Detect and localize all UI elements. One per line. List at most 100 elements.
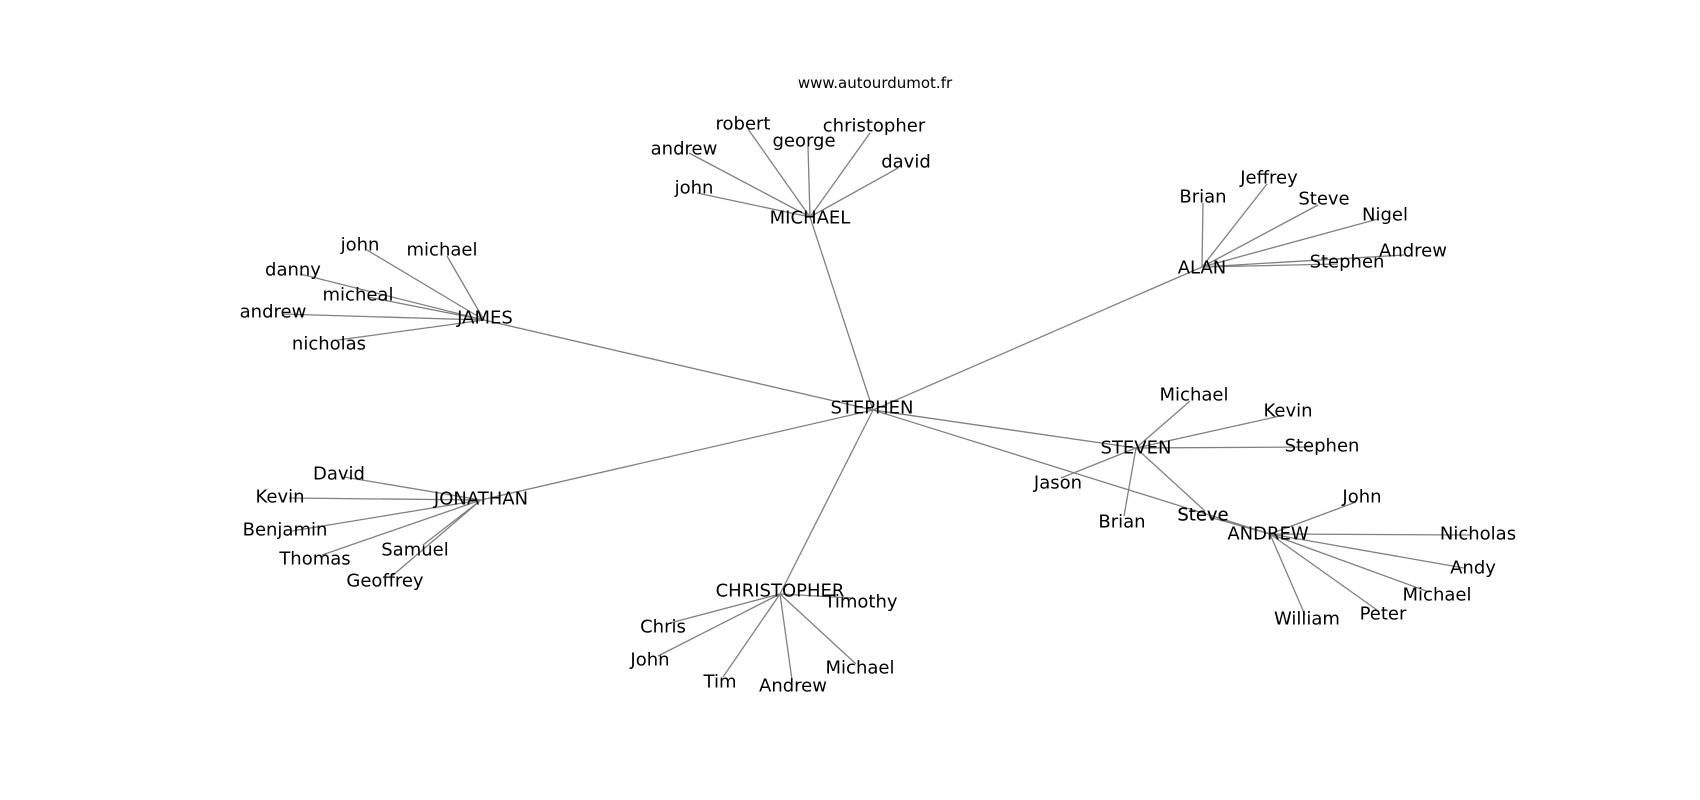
child-node-michael-david: david xyxy=(881,152,931,173)
edge-james-to-child xyxy=(281,313,485,321)
child-node-james-john: john xyxy=(340,235,380,256)
edge-michael-to-child xyxy=(696,192,811,218)
child-node-alan-nigel: Nigel xyxy=(1362,205,1408,226)
child-node-steven-michael: Michael xyxy=(1160,385,1229,406)
edge-james-to-child xyxy=(337,319,485,341)
child-node-james-michael: michael xyxy=(407,240,478,261)
edge-michael-to-child xyxy=(809,132,871,218)
edge-alan-to-child xyxy=(1201,183,1268,268)
edge-center-to-jonathan xyxy=(480,409,874,501)
child-node-jonathan-david: David xyxy=(313,464,365,485)
edge-james-to-child xyxy=(367,296,485,321)
edge-center-to-michael xyxy=(809,216,874,411)
child-node-steven-jason: Jason xyxy=(1033,473,1082,494)
edge-christopher-to-child xyxy=(669,593,781,624)
child-node-james-nicholas: nicholas xyxy=(292,334,366,355)
edge-center-to-christopher xyxy=(779,409,874,595)
child-node-andrew-nicholas: Nicholas xyxy=(1440,524,1516,545)
edge-andrew-to-child xyxy=(1208,516,1271,535)
edge-alan-to-child xyxy=(1201,202,1204,268)
child-node-steven-kevin: Kevin xyxy=(1263,401,1312,422)
child-node-michael-george: george xyxy=(772,131,835,152)
child-node-michael-robert: robert xyxy=(716,114,771,135)
edge-jonathan-to-child xyxy=(321,499,482,556)
graph-edges xyxy=(281,128,1471,681)
child-node-steven-brian: Brian xyxy=(1098,512,1145,533)
child-node-andrew-peter: Peter xyxy=(1360,604,1407,625)
child-node-christopher-andrew: Andrew xyxy=(759,676,827,697)
center-node-label: STEPHEN xyxy=(830,398,913,419)
child-node-christopher-michael: Michael xyxy=(826,658,895,679)
edge-alan-to-child xyxy=(1201,254,1405,268)
child-node-alan-stephen: Stephen xyxy=(1310,252,1385,273)
child-node-christopher-timothy: Timothy xyxy=(823,592,897,613)
child-node-alan-andrew: Andrew xyxy=(1379,241,1447,262)
child-node-jonathan-benjamin: Benjamin xyxy=(243,520,328,541)
edge-center-to-james xyxy=(483,319,874,411)
child-node-jonathan-geoffrey: Geoffrey xyxy=(346,571,424,592)
child-node-christopher-tim: Tim xyxy=(703,672,737,693)
child-node-alan-jeffrey: Jeffrey xyxy=(1239,168,1298,189)
edge-christopher-to-child xyxy=(657,593,781,657)
child-node-christopher-john: John xyxy=(629,650,669,671)
edge-steven-to-child xyxy=(1135,447,1206,512)
edge-christopher-to-child xyxy=(722,593,781,678)
edge-steven-to-child xyxy=(1123,447,1137,517)
child-node-michael-john: john xyxy=(674,178,714,199)
child-node-james-andrew: andrew xyxy=(240,302,307,323)
edge-jonathan-to-child xyxy=(343,476,482,501)
edge-andrew-to-child xyxy=(1269,501,1357,535)
edge-jonathan-to-child xyxy=(288,497,482,501)
edge-christopher-to-child xyxy=(779,593,857,665)
edge-michael-to-child xyxy=(807,145,811,218)
child-node-jonathan-kevin: Kevin xyxy=(255,487,304,508)
group-node-jonathan: JONATHAN xyxy=(433,489,528,510)
group-node-michael: MICHAEL xyxy=(770,208,851,229)
edge-christopher-to-child xyxy=(779,593,854,599)
source-watermark: www.autourdumot.fr xyxy=(798,74,953,92)
edge-center-to-andrew xyxy=(872,409,1271,535)
edge-center-to-alan xyxy=(872,266,1203,411)
group-node-christopher: CHRISTOPHER xyxy=(716,581,845,602)
group-node-alan: ALAN xyxy=(1178,258,1227,279)
child-node-steven-steve: Steve xyxy=(1177,505,1228,526)
child-node-andrew-steve: Steve xyxy=(1177,505,1228,526)
edge-jonathan-to-child xyxy=(391,499,482,577)
child-node-michael-christopher: christopher xyxy=(823,116,926,137)
group-node-andrew: ANDREW xyxy=(1227,524,1309,545)
child-node-alan-brian: Brian xyxy=(1179,187,1226,208)
edge-andrew-to-child xyxy=(1269,533,1378,611)
edge-center-to-steven xyxy=(872,409,1137,449)
group-node-james: JAMES xyxy=(456,308,513,329)
edge-andrew-to-child xyxy=(1269,533,1306,616)
edge-james-to-child xyxy=(299,273,485,321)
edge-michael-to-child xyxy=(809,167,899,218)
edge-christopher-to-child xyxy=(779,593,793,681)
edge-alan-to-child xyxy=(1201,204,1319,268)
child-node-jonathan-samuel: Samuel xyxy=(381,540,448,561)
child-node-alan-steve: Steve xyxy=(1298,189,1349,210)
child-node-andrew-michael: Michael xyxy=(1403,585,1472,606)
edge-james-to-child xyxy=(366,249,485,321)
edge-michael-to-child xyxy=(747,128,811,218)
child-node-christopher-chris: Chris xyxy=(640,617,686,638)
child-node-andrew-andy: Andy xyxy=(1450,558,1496,579)
child-node-james-danny: danny xyxy=(265,260,321,281)
edge-steven-to-child xyxy=(1135,400,1191,449)
edge-andrew-to-child xyxy=(1269,533,1430,593)
child-node-jonathan-thomas: Thomas xyxy=(278,549,350,570)
edge-andrew-to-child xyxy=(1269,533,1465,569)
child-node-michael-andrew: andrew xyxy=(651,139,718,160)
edge-michael-to-child xyxy=(688,152,811,218)
edge-steven-to-child xyxy=(1135,446,1313,449)
child-node-steven-stephen: Stephen xyxy=(1285,436,1360,457)
child-node-james-micheal: micheal xyxy=(323,285,394,306)
edge-alan-to-child xyxy=(1201,218,1379,268)
edge-alan-to-child xyxy=(1201,263,1339,268)
edge-james-to-child xyxy=(446,255,485,321)
edge-andrew-to-child xyxy=(1269,533,1471,536)
edge-jonathan-to-child xyxy=(291,499,482,532)
child-node-andrew-john: John xyxy=(1341,487,1381,508)
